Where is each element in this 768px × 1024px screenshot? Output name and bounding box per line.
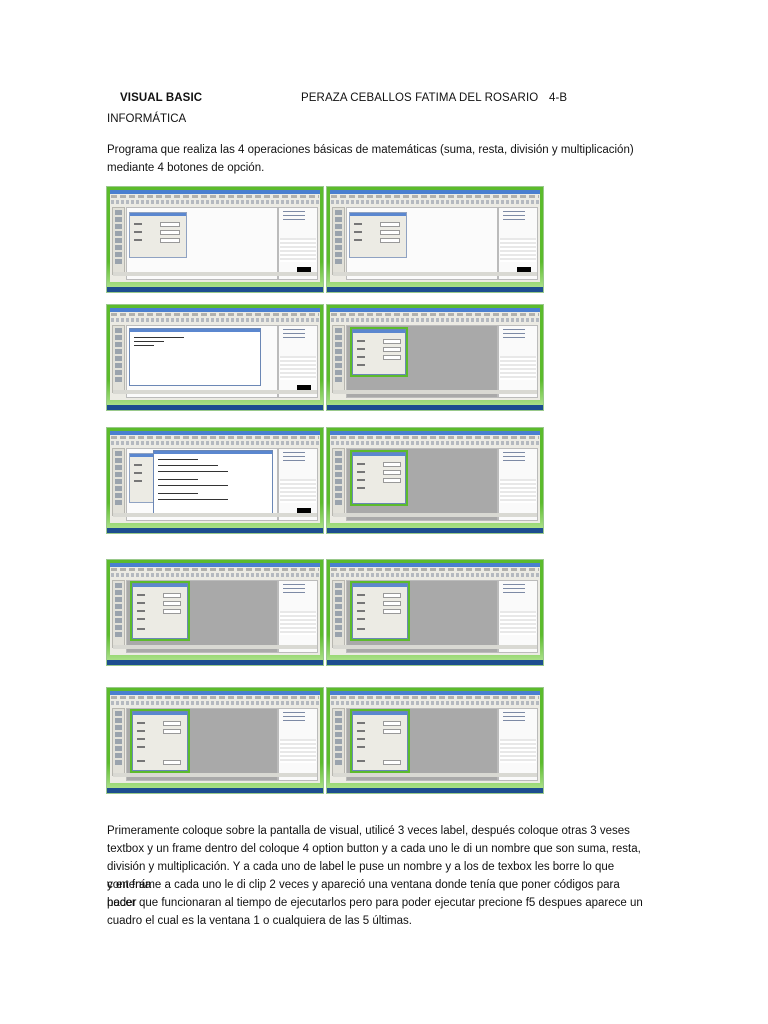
header-group: 4-B <box>549 92 568 104</box>
screenshot-10 <box>327 688 543 793</box>
header-subject: VISUAL BASIC <box>120 92 203 104</box>
screenshot-6 <box>327 428 543 533</box>
screenshot-4 <box>327 305 543 410</box>
intro-line-2: mediante 4 botones de opción. <box>107 162 265 174</box>
body-line-5: hacer que funcionaran al tiempo de ejecu… <box>107 897 643 909</box>
body-line-4: y en frame a cada uno le di clip 2 veces… <box>107 879 620 910</box>
intro-line-1: Programa que realiza las 4 operaciones b… <box>107 144 634 156</box>
screenshot-5 <box>107 428 323 533</box>
screenshot-8 <box>327 560 543 665</box>
body-line-2: textbox y un frame dentro del coloque 4 … <box>107 843 641 855</box>
body-line-6: cuadro el cual es la ventana 1 o cualqui… <box>107 915 412 927</box>
screenshot-9 <box>107 688 323 793</box>
header-student: PERAZA CEBALLOS FATIMA DEL ROSARIO <box>301 92 539 104</box>
screenshot-7 <box>107 560 323 665</box>
screenshot-2 <box>327 187 543 292</box>
screenshot-3 <box>107 305 323 410</box>
body-line-1: Primeramente coloque sobre la pantalla d… <box>107 825 630 837</box>
header-course: INFORMÁTICA <box>107 113 187 125</box>
screenshot-1 <box>107 187 323 292</box>
body-line-3: división y multiplicación. Y a cada uno … <box>107 861 615 892</box>
